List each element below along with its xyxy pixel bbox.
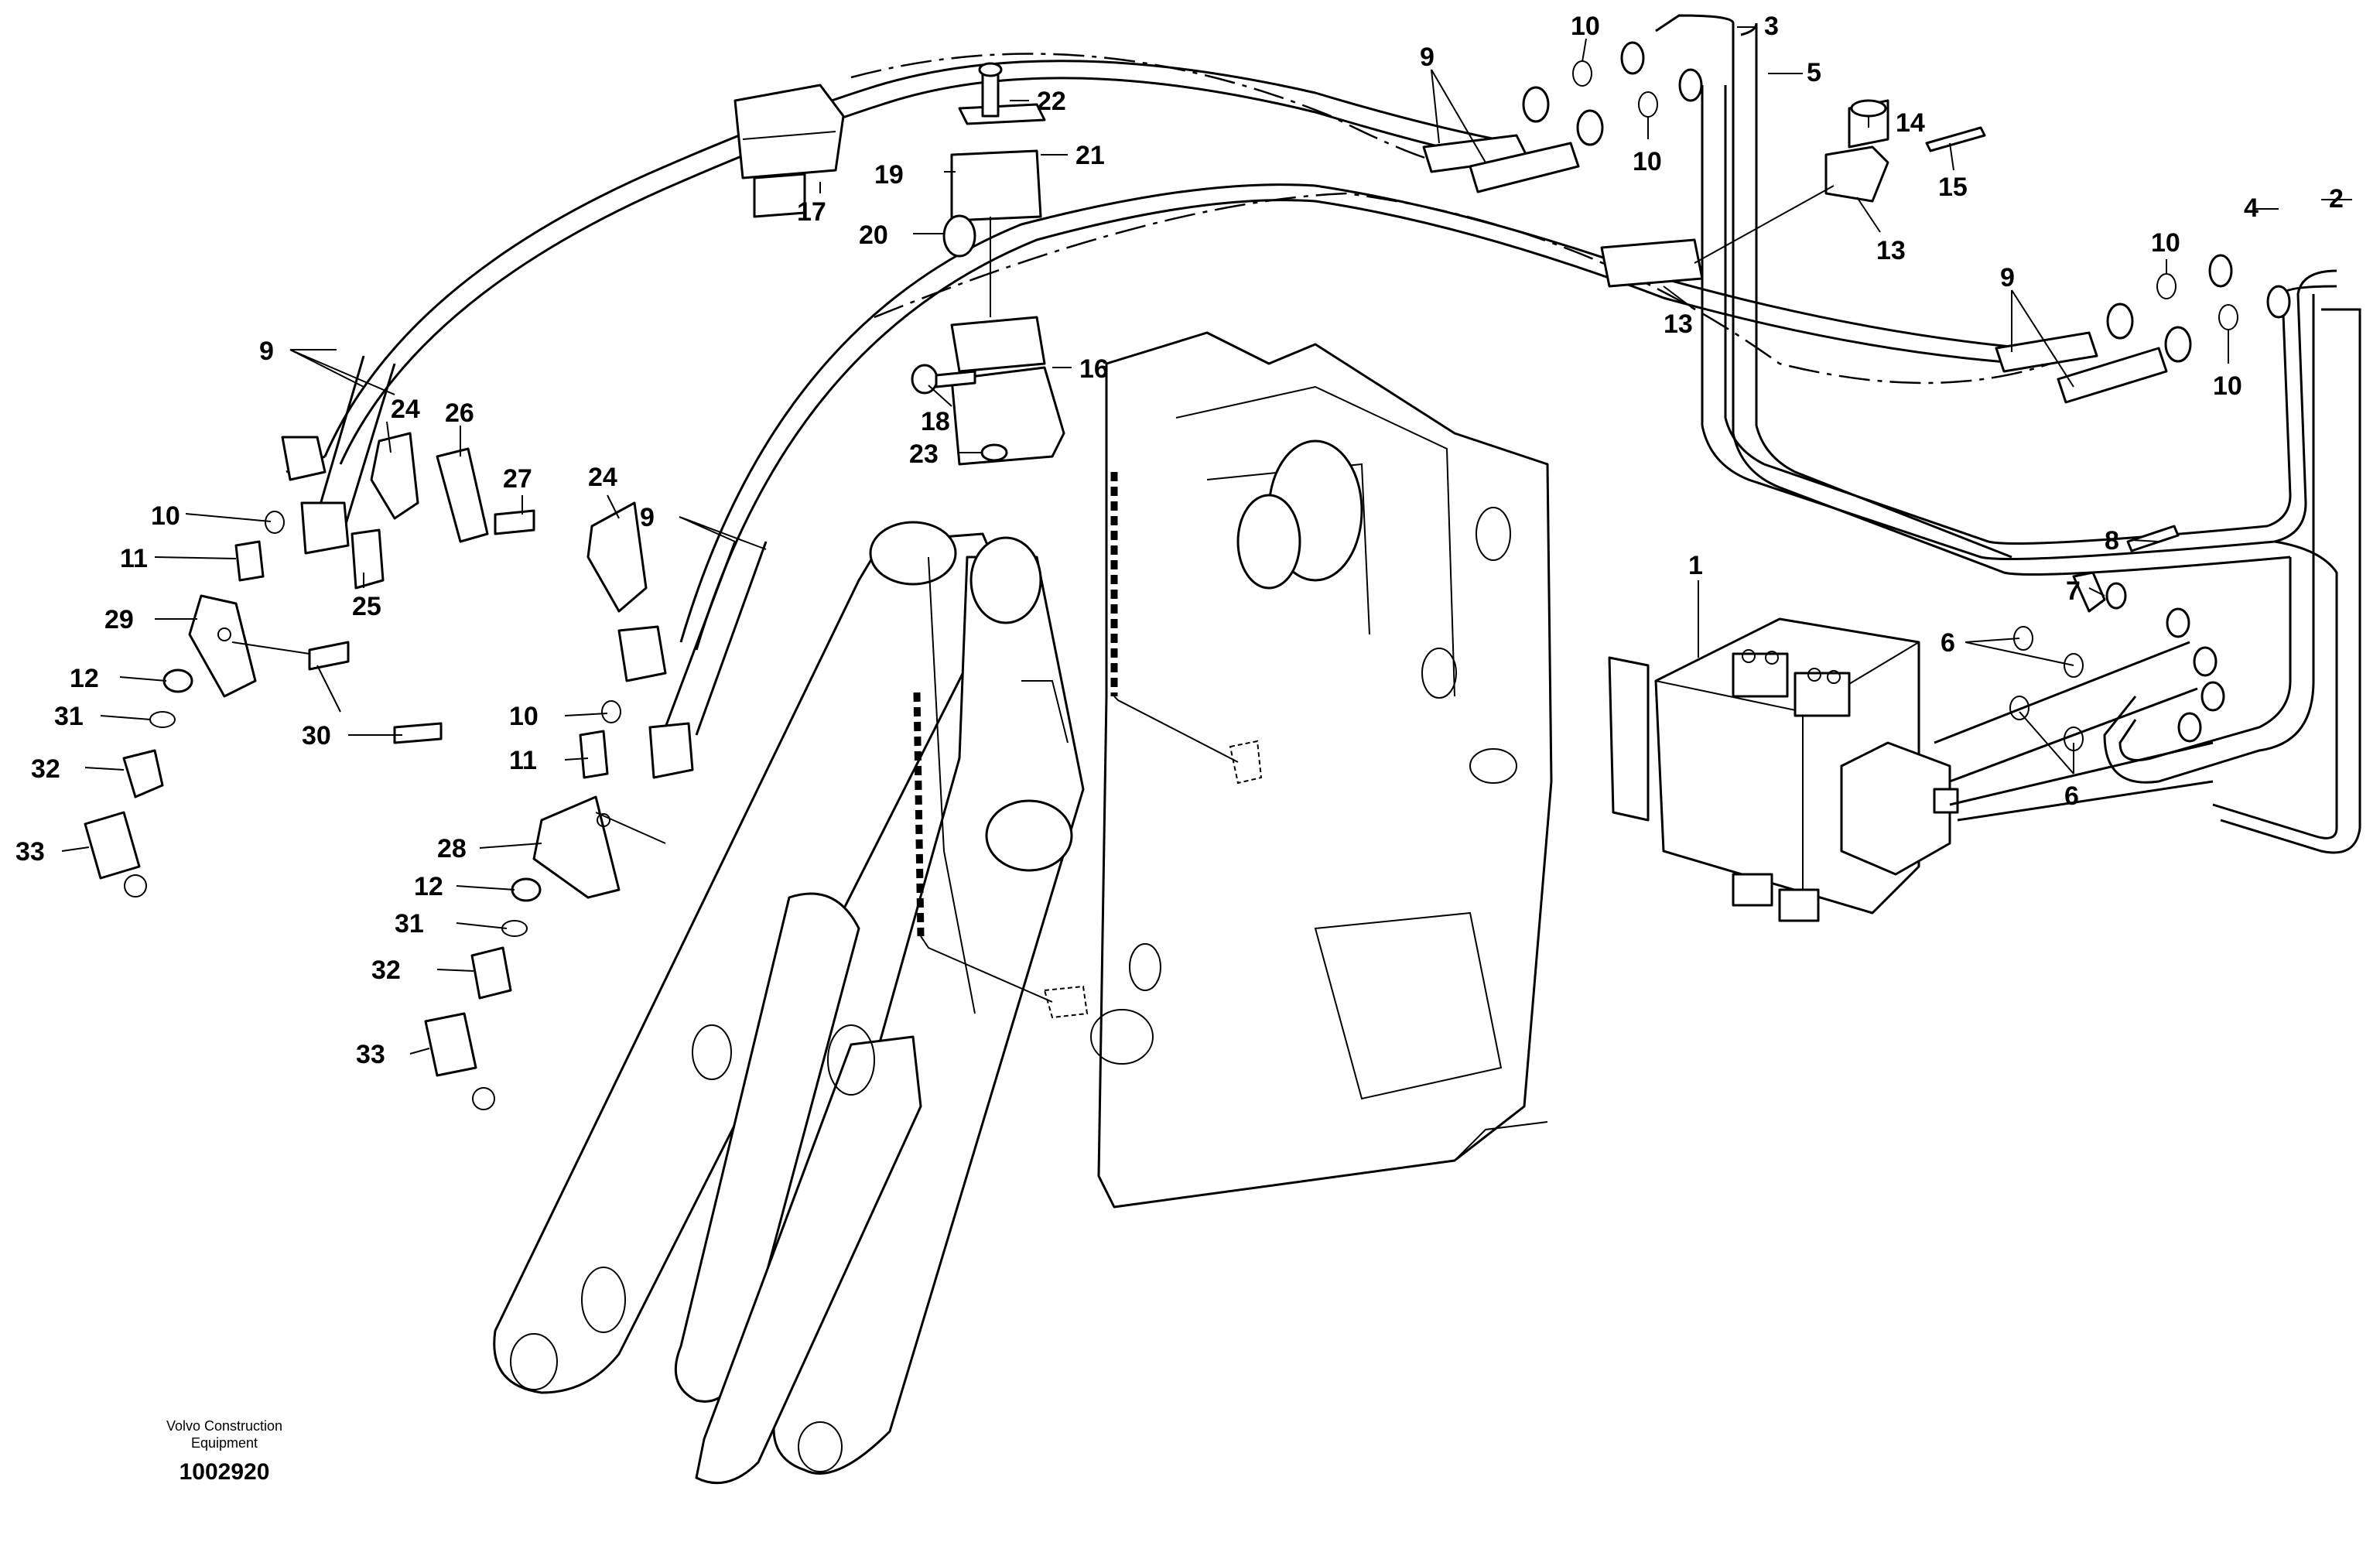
callout-31b: 31 [395,909,424,939]
callout-24b: 24 [588,463,617,492]
callout-12a: 12 [70,664,99,693]
clamp-assembly-top [733,62,1065,466]
callout-13b: 13 [1664,309,1693,339]
callout-11b: 11 [509,746,537,775]
manufacturer-label: Volvo Construction Equipment [116,1417,333,1451]
callout-22: 22 [1037,87,1066,116]
manufacturer-line-2: Equipment [190,1435,258,1451]
callout-23: 23 [909,439,939,469]
callout-17: 17 [797,197,826,227]
callout-11a: 11 [120,544,148,573]
callout-6a: 6 [1941,628,1955,658]
callout-33b: 33 [356,1040,385,1069]
callout-labels: 1 2 3 4 5 6 6 7 8 9 9 9 9 10 10 10 10 10… [15,12,2344,1069]
callout-7: 7 [2066,576,2081,606]
callout-20: 20 [859,221,888,250]
callout-9c: 9 [1420,43,1434,72]
manufacturer-line-1: Volvo Construction [166,1418,283,1434]
callout-1: 1 [1688,551,1703,580]
callout-24a: 24 [391,395,420,424]
callout-15: 15 [1938,173,1968,202]
top-right-couplings [1422,41,1703,193]
callout-19: 19 [874,160,904,190]
drawing-number: 1002920 [179,1459,270,1485]
left-fitting-group-lower [424,501,694,1110]
callout-26: 26 [445,398,474,428]
loader-frame [493,331,1553,1485]
callout-8: 8 [2105,526,2119,556]
callout-9d: 9 [2000,263,2015,292]
callout-9a: 9 [259,337,274,366]
valve-fittings [2009,525,2225,751]
callout-21: 21 [1075,141,1105,170]
hose-bundle-upper [323,53,1517,465]
callout-29: 29 [104,605,134,634]
callout-10e: 10 [151,501,180,531]
callout-32b: 32 [371,956,401,985]
callout-12b: 12 [414,872,443,901]
callout-10c: 10 [2151,228,2180,258]
steel-pipe-loops [1655,14,2361,854]
hidden-port-right [1229,740,1263,785]
callout-10d: 10 [2213,371,2242,401]
callout-10a: 10 [1571,12,1600,41]
hose-bundle-lower [679,183,2051,651]
callout-27: 27 [503,464,532,494]
callout-5: 5 [1807,58,1821,87]
callout-2: 2 [2329,184,2344,214]
left-fitting-group-upper [84,432,535,898]
callout-18: 18 [921,407,950,436]
callout-28: 28 [437,834,467,863]
leader-lines [61,26,2352,1055]
callout-14: 14 [1896,108,1925,138]
callout-10b: 10 [1633,147,1662,176]
hidden-hose-path-left [913,692,925,937]
valve-block [1608,617,2214,922]
mid-right-couplings [1995,254,2291,404]
callout-31a: 31 [54,702,84,731]
callout-4: 4 [2244,193,2259,223]
callout-6b: 6 [2064,781,2079,811]
callout-9b: 9 [640,503,655,532]
hidden-port-left [1043,985,1089,1019]
callout-16: 16 [1079,354,1109,384]
callout-25: 25 [352,592,381,621]
callout-32a: 32 [31,754,60,784]
callout-13a: 13 [1876,236,1906,265]
callout-33a: 33 [15,837,45,867]
callout-3: 3 [1764,12,1779,41]
callout-10f: 10 [509,702,539,731]
callout-30: 30 [302,721,331,750]
clamps-13-14-15 [1600,99,1986,288]
